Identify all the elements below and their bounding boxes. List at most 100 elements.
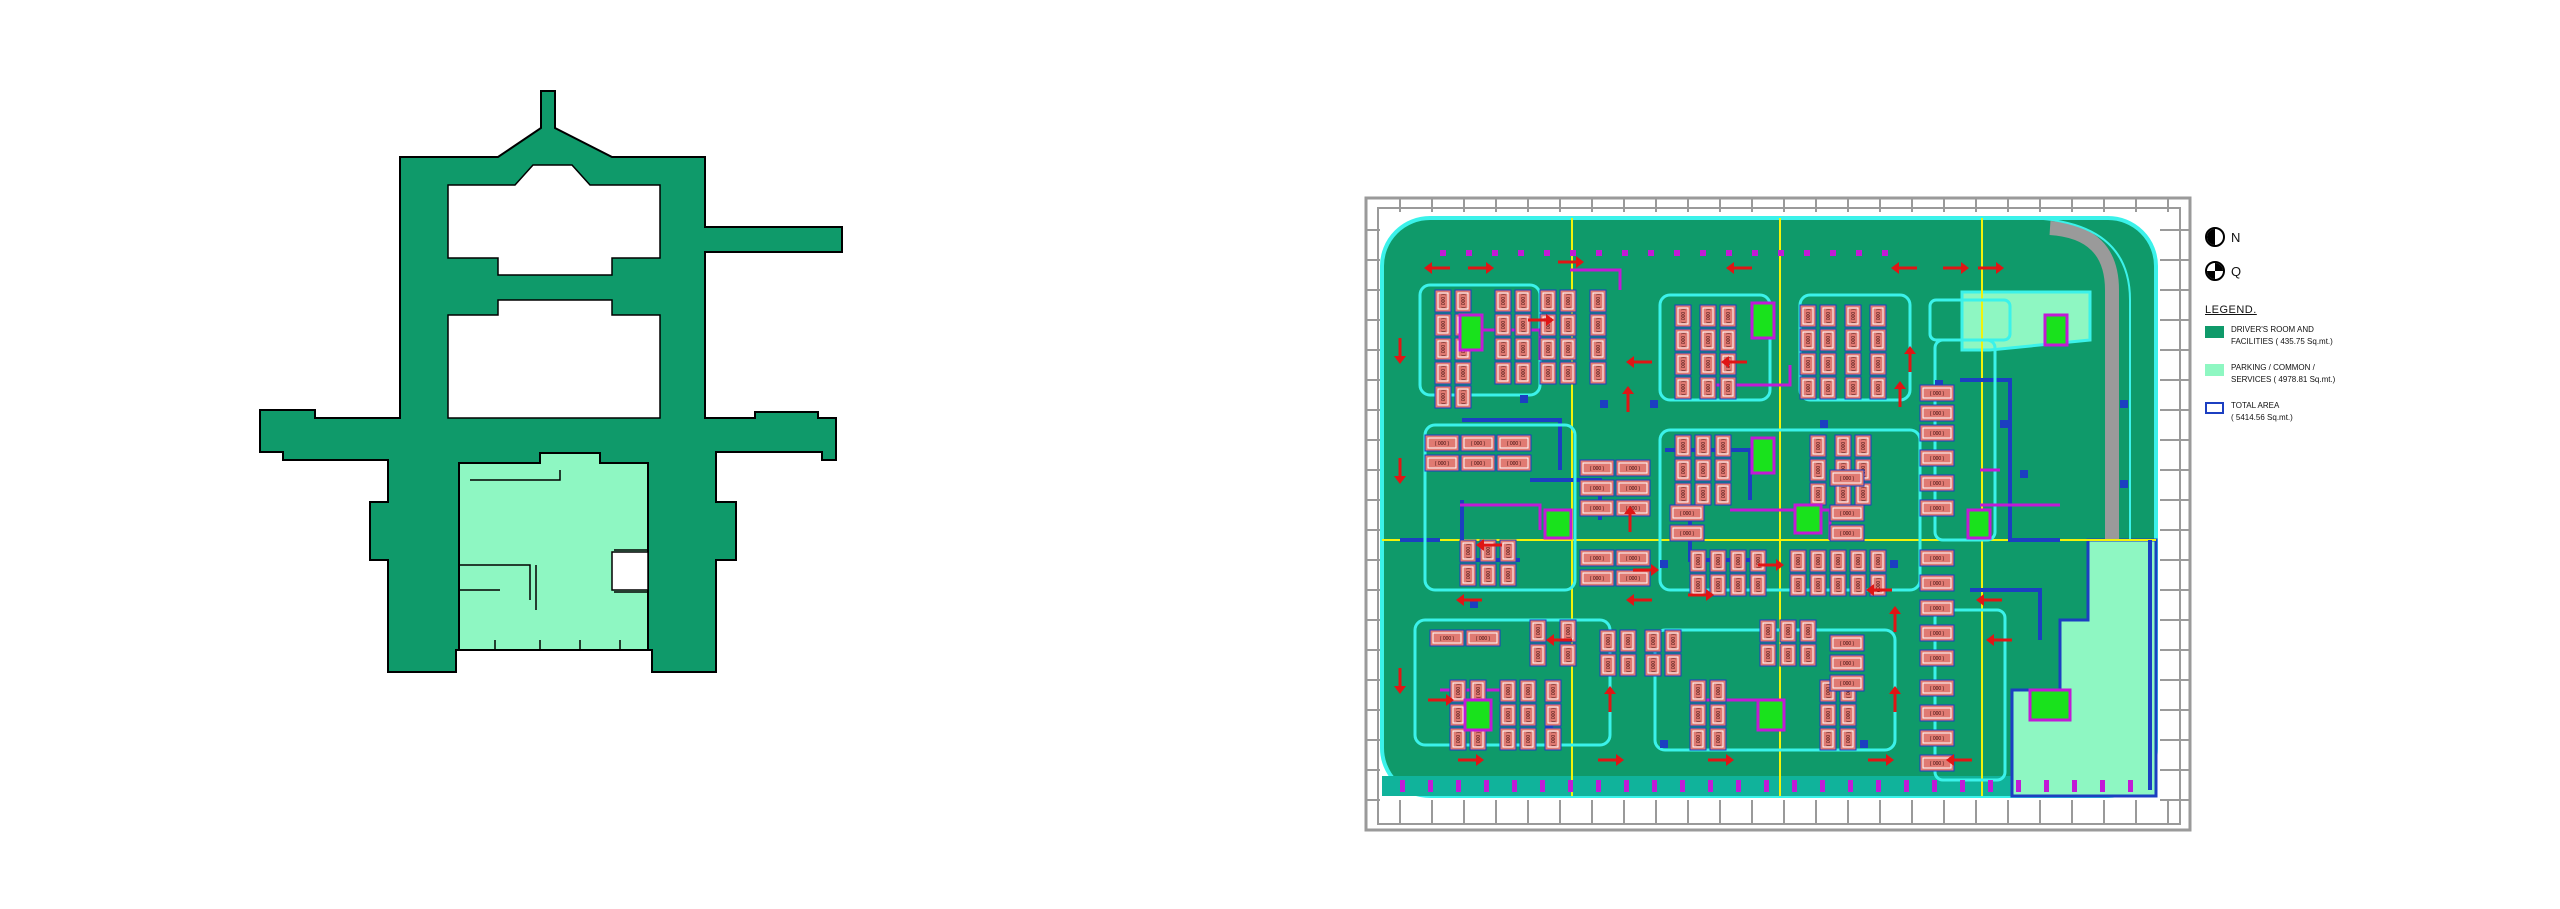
- parking-stall: ( 000 ): [1514, 313, 1532, 337]
- parking-stall: ( 000 ): [1829, 469, 1865, 487]
- parking-stall: ( 000 ): [1869, 328, 1887, 352]
- column-dot: [1680, 780, 1685, 792]
- parking-stall: ( 000 ): [1799, 376, 1817, 400]
- svg-text:( 000 ): ( 000 ): [1721, 486, 1727, 501]
- svg-text:( 000 ): ( 000 ): [1566, 623, 1572, 638]
- svg-text:( 000 ): ( 000 ): [1930, 711, 1945, 717]
- parking-stall: ( 000 ): [1869, 304, 1887, 328]
- parking-stall: ( 000 ): [1454, 385, 1472, 409]
- parking-stall: ( 000 ): [1919, 449, 1955, 467]
- svg-text:( 000 ): ( 000 ): [1851, 332, 1857, 347]
- parking-stall: ( 000 ): [1496, 454, 1532, 472]
- svg-text:( 000 ): ( 000 ): [1836, 553, 1842, 568]
- svg-text:( 000 ): ( 000 ): [1501, 341, 1507, 356]
- parking-stall: ( 000 ): [1544, 727, 1562, 751]
- svg-text:( 000 ): ( 000 ): [1841, 486, 1847, 501]
- parking-stall: ( 000 ): [1714, 458, 1732, 482]
- svg-text:( 000 ): ( 000 ): [1681, 356, 1687, 371]
- column-dot: [1792, 780, 1797, 792]
- svg-text:( 000 ): ( 000 ): [1551, 683, 1557, 698]
- svg-text:( 000 ): ( 000 ): [1930, 481, 1945, 487]
- parking-services-area: [2010, 538, 2158, 798]
- parking-stall: ( 000 ): [1589, 289, 1607, 313]
- svg-text:( 000 ): ( 000 ): [1716, 577, 1722, 592]
- svg-text:( 000 ): ( 000 ): [1766, 647, 1772, 662]
- direction-arrow-icon: [1889, 606, 1901, 632]
- svg-text:( 000 ): ( 000 ): [1501, 365, 1507, 380]
- svg-text:( 000 ): ( 000 ): [1876, 308, 1882, 323]
- parking-stall: ( 000 ): [1460, 454, 1496, 472]
- column-dot: [1904, 780, 1909, 792]
- parking-stall: ( 000 ): [1809, 549, 1827, 573]
- parking-stall: ( 000 ): [1699, 352, 1717, 376]
- parking-stall: ( 000 ): [1664, 653, 1682, 677]
- parking-stall: ( 000 ): [1496, 434, 1532, 452]
- legend-item-total-area-line2: ( 5414.56 Sq.mt.): [2231, 413, 2293, 422]
- parking-stall: ( 000 ): [1494, 337, 1512, 361]
- svg-text:( 000 ): ( 000 ): [1930, 456, 1945, 462]
- svg-text:( 000 ): ( 000 ): [1501, 317, 1507, 332]
- parking-stall: ( 000 ): [1519, 727, 1537, 751]
- svg-text:( 000 ): ( 000 ): [1526, 707, 1532, 722]
- svg-text:( 000 ): ( 000 ): [1706, 332, 1712, 347]
- parking-stall: ( 000 ): [1559, 289, 1577, 313]
- parking-stall: ( 000 ): [1674, 352, 1692, 376]
- legend-item-parking-line1: PARKING / COMMON /: [2231, 363, 2315, 372]
- parking-stall: ( 000 ): [1459, 539, 1477, 563]
- svg-text:( 000 ): ( 000 ): [1816, 553, 1822, 568]
- svg-text:( 000 ): ( 000 ): [1796, 577, 1802, 592]
- svg-text:( 000 ): ( 000 ): [1681, 380, 1687, 395]
- parking-stall: ( 000 ): [1615, 479, 1651, 497]
- parking-stall: ( 000 ): [1689, 573, 1707, 597]
- legend-item-total-area: TOTAL AREA ( 5414.56 Sq.mt.): [2205, 400, 2405, 424]
- parking-stall: ( 000 ): [1779, 619, 1797, 643]
- column-dot: [1856, 250, 1862, 256]
- svg-text:( 000 ): ( 000 ): [1826, 731, 1832, 746]
- column-dot: [1568, 780, 1573, 792]
- svg-text:( 000 ): ( 000 ): [1626, 657, 1632, 672]
- quadrant-symbol-row: Q: [2205, 256, 2405, 286]
- svg-text:( 000 ): ( 000 ): [1846, 707, 1852, 722]
- svg-text:( 000 ): ( 000 ): [1566, 317, 1572, 332]
- parking-stall: ( 000 ): [1449, 727, 1467, 751]
- svg-text:( 000 ): ( 000 ): [1861, 438, 1867, 453]
- direction-arrow-icon: [1978, 262, 2004, 274]
- parking-stall: ( 000 ): [1689, 703, 1707, 727]
- parking-stall: ( 000 ): [1499, 703, 1517, 727]
- parking-stall: ( 000 ): [1779, 643, 1797, 667]
- column-dot: [1466, 250, 1472, 256]
- svg-text:( 000 ): ( 000 ): [1930, 506, 1945, 512]
- svg-text:( 000 ): ( 000 ): [1435, 461, 1450, 467]
- svg-text:( 000 ): ( 000 ): [1507, 461, 1522, 467]
- parking-stall: ( 000 ): [1819, 727, 1837, 751]
- parking-stall: ( 000 ): [1709, 573, 1727, 597]
- column-dot: [2044, 780, 2049, 792]
- column-dot: [1456, 780, 1461, 792]
- parking-stall: ( 000 ): [1579, 459, 1615, 477]
- svg-text:( 000 ): ( 000 ): [1816, 438, 1822, 453]
- svg-text:( 000 ): ( 000 ): [1826, 683, 1832, 698]
- parking-stall: ( 000 ): [1674, 304, 1692, 328]
- svg-text:( 000 ): ( 000 ): [1596, 317, 1602, 332]
- parking-stall: ( 000 ): [1699, 328, 1717, 352]
- parking-stall: ( 000 ): [1819, 703, 1837, 727]
- parking-stall: ( 000 ): [1454, 289, 1472, 313]
- parking-stall: ( 000 ): [1919, 549, 1955, 567]
- parking-stall: ( 000 ): [1869, 352, 1887, 376]
- svg-text:( 000 ): ( 000 ): [1721, 462, 1727, 477]
- key-plan-upper-hall: [447, 164, 661, 276]
- parking-stall: ( 000 ): [1829, 573, 1847, 597]
- column-dot: [1600, 400, 1608, 408]
- svg-text:( 000 ): ( 000 ): [1806, 308, 1812, 323]
- parking-stall: ( 000 ): [1579, 479, 1615, 497]
- svg-text:( 000 ): ( 000 ): [1806, 647, 1812, 662]
- parking-stall: ( 000 ): [1529, 619, 1547, 643]
- column-dot: [1624, 780, 1629, 792]
- parking-stall: ( 000 ): [1494, 361, 1512, 385]
- svg-text:( 000 ): ( 000 ): [1651, 633, 1657, 648]
- svg-text:( 000 ): ( 000 ): [1876, 577, 1882, 592]
- key-plan-service-room: [611, 551, 649, 591]
- svg-text:( 000 ): ( 000 ): [1930, 431, 1945, 437]
- svg-text:( 000 ): ( 000 ): [1846, 731, 1852, 746]
- column-dot: [1440, 250, 1446, 256]
